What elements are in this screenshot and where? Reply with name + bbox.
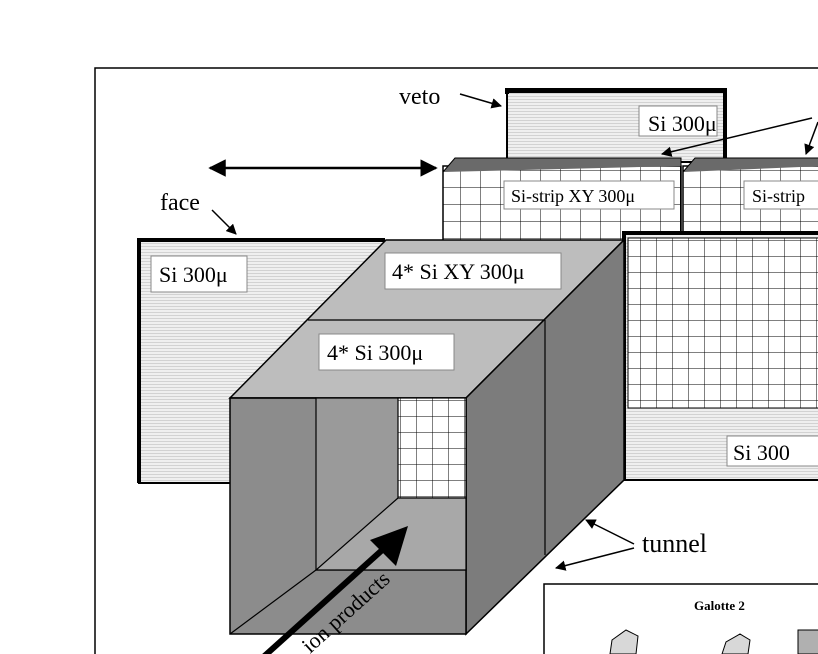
- products-arrow-head: [370, 526, 408, 566]
- top-si-label: 4* Si 300μ: [327, 340, 423, 365]
- strip-arrow-2: [804, 121, 818, 155]
- face-panel-right: Si 300: [622, 231, 818, 481]
- galotte-shape-3: [797, 629, 818, 654]
- strip-right-label: Si-strip: [752, 186, 805, 206]
- strip-detector-left: Si-strip XY 300μ: [442, 157, 682, 243]
- galotte-shape-1: [609, 629, 639, 654]
- veto-si-label: Si 300μ: [648, 111, 717, 136]
- right-si-label: Si 300: [733, 440, 790, 465]
- strip-detector-right: Si-strip: [682, 157, 818, 243]
- face-label: face: [160, 190, 200, 216]
- figure-frame: [94, 67, 818, 654]
- veto-label: veto: [399, 84, 440, 110]
- strip-arrow-1: [660, 117, 813, 157]
- tunnel-arrow-1: [585, 519, 635, 545]
- tunnel-label: tunnel: [642, 529, 707, 558]
- veto-panel: Si 300μ: [505, 88, 727, 163]
- tunnel-arrow-2: [554, 547, 635, 571]
- galotte-label: Galotte 2: [694, 598, 745, 613]
- strip-left-label: Si-strip XY 300μ: [511, 186, 635, 206]
- tunnel: 4* Si XY 300μ 4* Si 300μ: [228, 238, 626, 636]
- top-xy-label: 4* Si XY 300μ: [392, 259, 525, 284]
- galotte-inset: Galotte 2: [543, 583, 818, 654]
- face-arrow: [211, 209, 237, 235]
- face-si-label: Si 300μ: [159, 262, 228, 287]
- veto-arrow: [459, 93, 503, 109]
- products-arrow: [262, 531, 403, 654]
- galotte-shape-2: [721, 633, 751, 654]
